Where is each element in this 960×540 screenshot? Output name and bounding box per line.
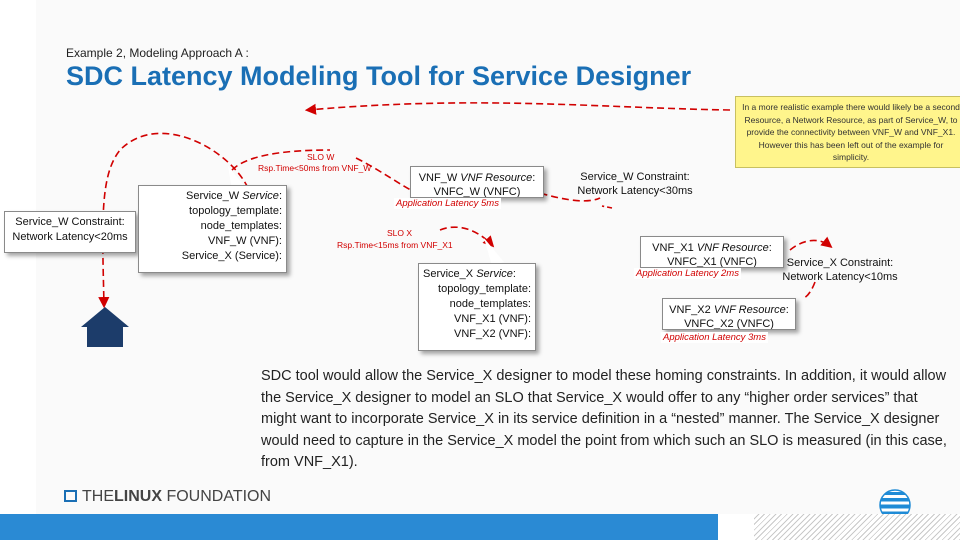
service-x-line: VNF_X1 (VNF): (453, 313, 531, 325)
footer-hatch-pattern (754, 514, 960, 540)
linux-foundation-icon (64, 490, 77, 502)
service-w-line: topology_template: (189, 205, 282, 217)
arrow-slo-x (439, 226, 495, 248)
vnf-x2-header: VNF_X2 VNF Resource: (669, 304, 789, 316)
slide-subtitle: Example 2, Modeling Approach A : (66, 46, 249, 60)
note-callout: In a more realistic example there would … (735, 96, 960, 168)
service-w-constraint-box: Service_W Constraint: Network Latency<20… (4, 211, 136, 253)
service-w-constraint-line1: Service_W Constraint: (15, 216, 125, 228)
linux-foundation-logo: THELINUX FOUNDATION (64, 488, 271, 506)
house-icon (81, 307, 129, 347)
service-w-box: Service_W Service: topology_template: no… (138, 185, 287, 273)
service-w-header: Service_W Service: (186, 190, 282, 202)
vnf-x1-sub: VNFC_X1 (VNFC) (667, 256, 757, 268)
logo-prefix: THE (82, 488, 114, 505)
arrow-vnf-w-to-constraint (529, 189, 601, 202)
service-x-line: node_templates: (449, 298, 531, 310)
service-w-constraint2-line1: Service_W Constraint: (580, 171, 690, 183)
service-x-constraint-line1: Service_X Constraint: (786, 257, 894, 269)
slo-x-label: SLO X (387, 228, 413, 238)
explanation-paragraph: SDC tool would allow the Service_X desig… (261, 368, 947, 470)
service-x-constraint: Service_X Constraint: Network Latency<10… (782, 256, 898, 284)
service-w-line: node_templates: (200, 220, 282, 232)
vnf-w-header: VNF_W VNF Resource: (418, 172, 536, 184)
footer-blue-bar (0, 514, 718, 540)
arrow-hint (601, 205, 613, 209)
arrow-slo-w-link (231, 149, 331, 171)
service-w-constraint-line2: Network Latency<20ms (12, 231, 128, 243)
service-x-header: Service_X Service: (423, 268, 516, 280)
service-x-box: Service_X Service: topology_template: no… (418, 263, 536, 351)
logo-suffix: FOUNDATION (162, 488, 272, 505)
slo-w-detail: Rsp.Time<50ms from VNF_W (258, 163, 372, 173)
vnf-x2-latency: Application Latency 3ms (661, 332, 768, 343)
slo-w-label: SLO W (307, 152, 335, 162)
service-x-constraint-line2: Network Latency<10ms (782, 271, 898, 283)
service-w-constraint2: Service_W Constraint: Network Latency<30… (576, 170, 694, 198)
service-x-line: topology_template: (438, 283, 531, 295)
service-w-constraint2-line2: Network Latency<30ms (577, 185, 693, 197)
pointer-service-w (228, 166, 246, 190)
arrow-constraint-x (789, 236, 833, 251)
pointer-service-x (484, 238, 504, 266)
arrow-callout (304, 102, 731, 115)
vnf-x2-sub: VNFC_X2 (VNFC) (684, 318, 774, 330)
slo-x-detail: Rsp.Time<15ms from VNF_X1 (337, 240, 453, 250)
service-w-line: VNF_W (VNF): (208, 235, 282, 247)
vnf-x1-latency: Application Latency 2ms (634, 268, 741, 279)
logo-bold: LINUX (114, 488, 162, 505)
vnf-w-box: VNF_W VNF Resource: VNFC_W (VNFC) (410, 166, 544, 198)
vnf-w-latency: Application Latency 5ms (394, 198, 501, 209)
slide-title: SDC Latency Modeling Tool for Service De… (66, 61, 692, 91)
service-w-line: Service_X (Service): (181, 250, 282, 262)
service-x-line: VNF_X2 (VNF): (453, 328, 531, 340)
arrow-constraint-x-down (803, 281, 816, 299)
vnf-x2-box: VNF_X2 VNF Resource: VNFC_X2 (VNFC) (662, 298, 796, 330)
vnf-x1-box: VNF_X1 VNF Resource: VNFC_X1 (VNFC) (640, 236, 784, 268)
vnf-x1-header: VNF_X1 VNF Resource: (652, 242, 772, 254)
vnf-w-sub: VNFC_W (VNFC) (433, 186, 521, 198)
